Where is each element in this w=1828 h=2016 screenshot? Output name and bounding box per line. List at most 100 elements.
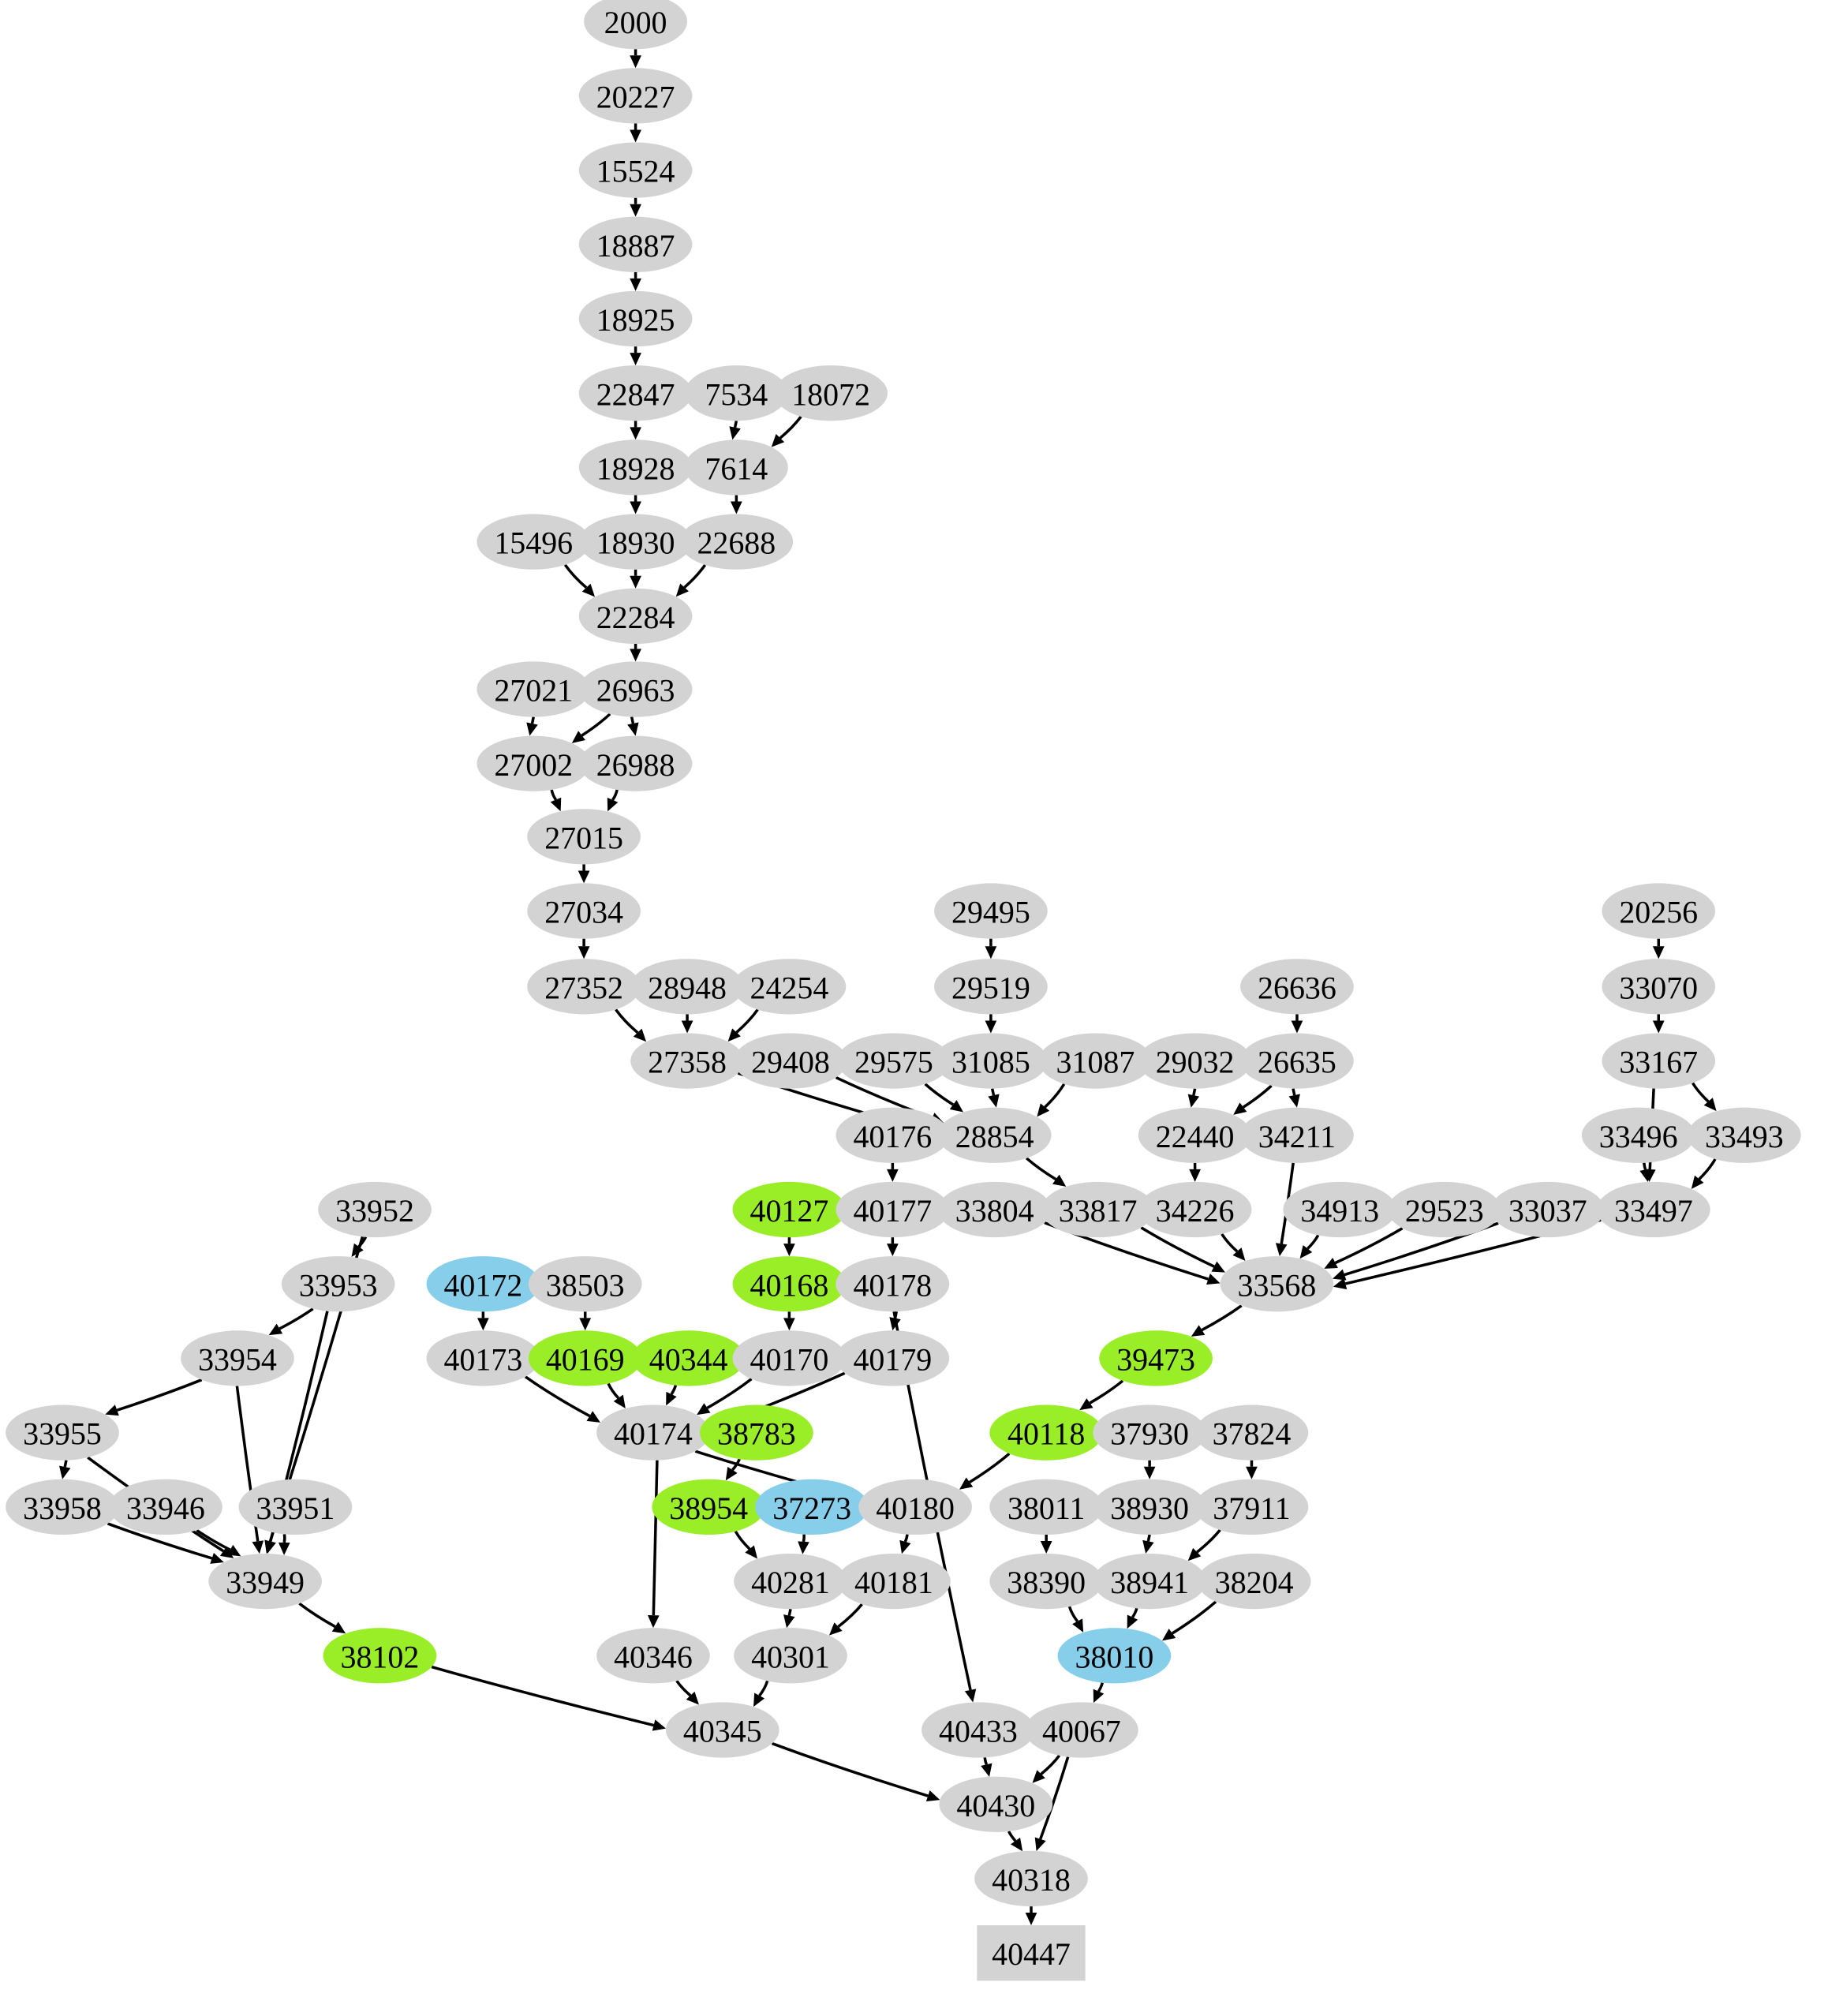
node-ellipse[interactable] [652,1479,766,1535]
graph-node-40179[interactable]: 40179 [835,1330,950,1386]
node-ellipse[interactable] [477,514,591,570]
graph-node-40172[interactable]: 40172 [426,1256,540,1312]
node-ellipse[interactable] [939,1776,1053,1832]
graph-node-33955[interactable]: 33955 [6,1404,119,1461]
graph-node-18887[interactable]: 18887 [578,216,693,272]
graph-node-38930[interactable]: 38930 [1093,1479,1206,1535]
graph-node-26636[interactable]: 26636 [1240,959,1354,1015]
node-ellipse[interactable] [1597,1181,1710,1238]
graph-node-37911[interactable]: 37911 [1194,1479,1309,1535]
graph-node-29519[interactable]: 29519 [934,959,1048,1015]
node-ellipse[interactable] [734,1033,847,1089]
graph-node-38102[interactable]: 38102 [323,1628,437,1684]
graph-node-33949[interactable]: 33949 [208,1553,322,1610]
node-ellipse[interactable] [679,514,794,570]
node-ellipse[interactable] [1240,1107,1354,1163]
node-ellipse[interactable] [700,1404,813,1461]
node-ellipse[interactable] [1240,959,1354,1015]
node-ellipse[interactable] [684,365,788,421]
node-ellipse[interactable] [1041,1181,1155,1238]
graph-node-40067[interactable]: 40067 [1025,1702,1138,1758]
node-ellipse[interactable] [477,735,591,791]
graph-node-38390[interactable]: 38390 [989,1553,1104,1610]
graph-node-20227[interactable]: 20227 [578,68,693,124]
graph-node-27015[interactable]: 27015 [527,809,641,865]
node-ellipse[interactable] [1025,1702,1138,1758]
node-ellipse[interactable] [837,1553,951,1610]
node-ellipse[interactable] [1138,1033,1252,1089]
graph-node-40281[interactable]: 40281 [734,1553,847,1610]
node-ellipse[interactable] [527,883,641,939]
node-ellipse[interactable] [934,1033,1048,1089]
graph-node-40168[interactable]: 40168 [732,1256,847,1312]
graph-node-31087[interactable]: 31087 [1038,1033,1153,1089]
node-ellipse[interactable] [578,216,693,272]
graph-node-40433[interactable]: 40433 [921,1702,1035,1758]
node-ellipse[interactable] [527,809,641,865]
graph-node-27034[interactable]: 27034 [527,883,641,939]
graph-node-29495[interactable]: 29495 [934,883,1048,939]
node-ellipse[interactable] [631,1330,746,1386]
graph-node-34226[interactable]: 34226 [1138,1181,1252,1238]
node-ellipse[interactable] [774,365,888,421]
node-ellipse[interactable] [974,1850,1088,1907]
graph-node-7534[interactable]: 7534 [684,365,788,421]
graph-node-37930[interactable]: 37930 [1093,1404,1206,1461]
node-ellipse[interactable] [1093,1479,1206,1535]
graph-node-27352[interactable]: 27352 [527,959,641,1015]
graph-node-40301[interactable]: 40301 [734,1628,847,1684]
node-ellipse[interactable] [630,959,744,1015]
node-ellipse[interactable] [989,1404,1104,1461]
node-ellipse[interactable] [1093,1553,1206,1610]
graph-node-38010[interactable]: 38010 [1057,1628,1172,1684]
graph-node-37273[interactable]: 37273 [755,1479,869,1535]
graph-node-40318[interactable]: 40318 [974,1850,1088,1907]
graph-node-29575[interactable]: 29575 [837,1033,951,1089]
node-ellipse[interactable] [527,959,641,1015]
graph-node-33493[interactable]: 33493 [1687,1107,1801,1163]
node-ellipse[interactable] [734,1553,847,1610]
graph-node-27002[interactable]: 27002 [477,735,591,791]
node-ellipse[interactable] [1138,1181,1252,1238]
node-ellipse[interactable] [426,1256,540,1312]
node-ellipse[interactable] [1283,1181,1397,1238]
graph-node-33953[interactable]: 33953 [281,1256,395,1312]
node-ellipse[interactable] [732,1181,847,1238]
node-ellipse[interactable] [732,1330,847,1386]
graph-node-33958[interactable]: 33958 [6,1479,119,1535]
node-ellipse[interactable] [937,1107,1052,1163]
graph-node-40170[interactable]: 40170 [732,1330,847,1386]
node-ellipse[interactable] [835,1181,950,1238]
node-ellipse[interactable] [281,1256,395,1312]
node-ellipse[interactable] [584,0,688,50]
node-ellipse[interactable] [578,439,693,496]
graph-node-40177[interactable]: 40177 [835,1181,950,1238]
node-ellipse[interactable] [1602,1033,1716,1089]
graph-node-28948[interactable]: 28948 [630,959,744,1015]
graph-node-37824[interactable]: 37824 [1194,1404,1309,1461]
graph-node-27358[interactable]: 27358 [630,1033,744,1089]
graph-node-24254[interactable]: 24254 [732,959,847,1015]
graph-node-40430[interactable]: 40430 [939,1776,1053,1832]
graph-node-22440[interactable]: 22440 [1138,1107,1252,1163]
node-ellipse[interactable] [630,1033,744,1089]
graph-node-40174[interactable]: 40174 [596,1404,710,1461]
graph-node-18930[interactable]: 18930 [578,514,693,570]
node-ellipse[interactable] [578,735,693,791]
node-ellipse[interactable] [1602,959,1716,1015]
graph-node-26988[interactable]: 26988 [578,735,693,791]
graph-node-40344[interactable]: 40344 [631,1330,746,1386]
graph-node-40176[interactable]: 40176 [835,1107,950,1163]
graph-node-27021[interactable]: 27021 [477,661,591,717]
graph-node-40346[interactable]: 40346 [596,1628,710,1684]
graph-node-38954[interactable]: 38954 [652,1479,766,1535]
graph-node-40180[interactable]: 40180 [858,1479,972,1535]
graph-node-22688[interactable]: 22688 [679,514,794,570]
graph-node-40173[interactable]: 40173 [426,1330,540,1386]
graph-node-40181[interactable]: 40181 [837,1553,951,1610]
graph-node-33817[interactable]: 33817 [1041,1181,1155,1238]
node-ellipse[interactable] [323,1628,437,1684]
node-ellipse[interactable] [1581,1107,1695,1163]
node-ellipse[interactable] [684,439,788,496]
node-ellipse[interactable] [6,1479,119,1535]
